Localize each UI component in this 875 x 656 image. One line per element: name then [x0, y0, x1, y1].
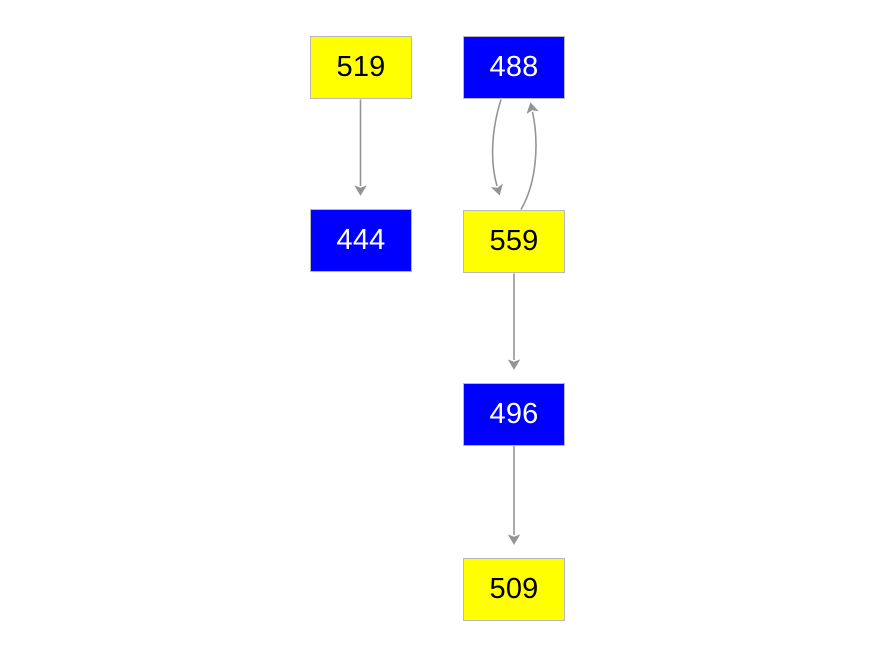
node-label: 444 — [336, 224, 386, 256]
graph-node-444[interactable]: 444 — [310, 209, 412, 272]
edge-488-to-559 — [490, 99, 503, 196]
graph-node-496[interactable]: 496 — [463, 383, 565, 446]
graph-node-559[interactable]: 559 — [463, 210, 565, 273]
node-label: 559 — [489, 225, 539, 257]
edge-559-to-488 — [520, 102, 539, 210]
node-label: 488 — [489, 51, 539, 83]
graph-node-488[interactable]: 488 — [463, 36, 565, 99]
graph-node-519[interactable]: 519 — [310, 36, 412, 99]
graph-node-509[interactable]: 509 — [463, 558, 565, 621]
node-label: 519 — [336, 51, 386, 83]
node-label: 496 — [489, 398, 539, 430]
node-label: 509 — [489, 573, 539, 605]
